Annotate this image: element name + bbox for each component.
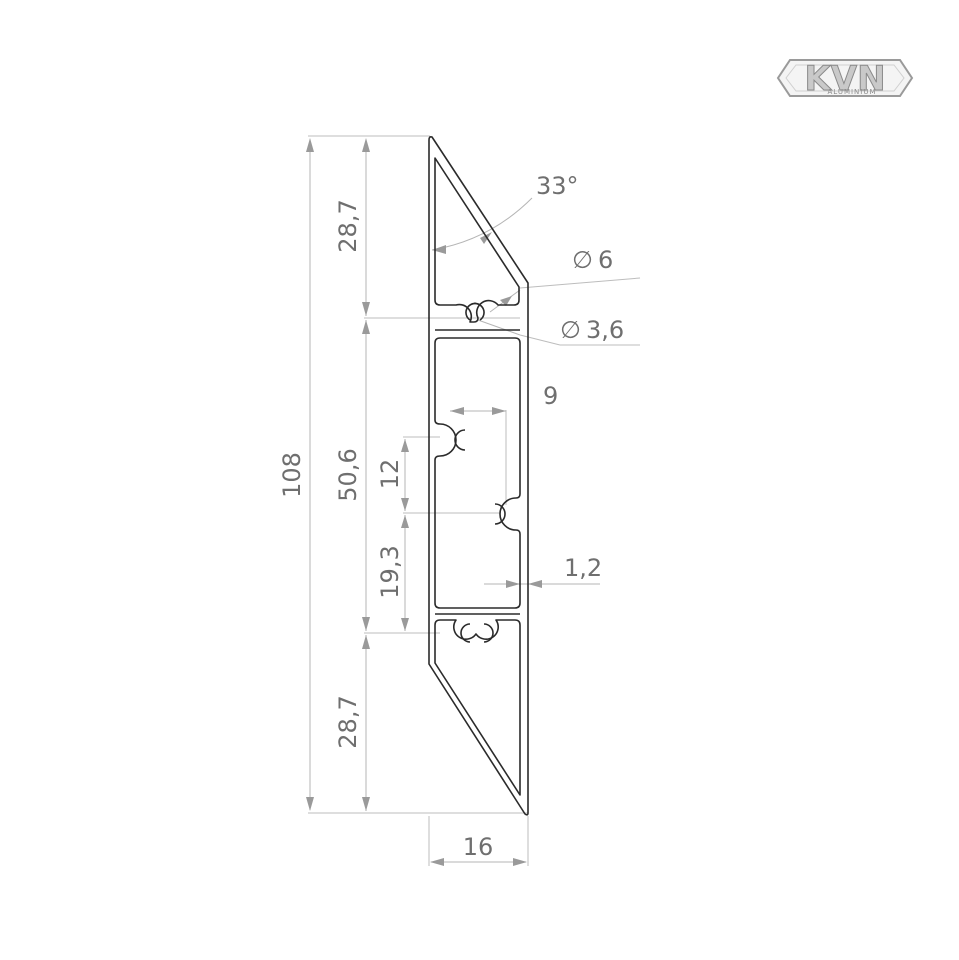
dim-top-section: 28,7 [334, 199, 362, 252]
profile-outer-contour [428, 136, 529, 816]
profile-bottom-chamber [434, 619, 521, 796]
diameter-symbol-1: ∅ [572, 246, 593, 274]
profile-top-chamber [434, 157, 520, 323]
extension-lines [308, 135, 641, 866]
diameter-symbol-2: ∅ [560, 316, 581, 344]
top-screw-port [465, 302, 485, 321]
dim-angle: 33° [536, 172, 579, 200]
dim-overall-height: 108 [278, 452, 306, 498]
dim-groove-offset: 9 [543, 382, 558, 410]
profile-middle-chamber [434, 337, 521, 609]
dim-groove-spacing: 12 [376, 459, 404, 490]
dim-bottom-section: 28,7 [334, 695, 362, 748]
middle-screw-port-right [494, 503, 506, 525]
bottom-screw-port [460, 623, 494, 643]
dim-wall-thickness: 1,2 [564, 554, 602, 582]
kvn-logo: KVN ALUMINIUM [776, 59, 914, 100]
dim-middle-section: 50,6 [334, 448, 362, 501]
logo-brand: KVN [804, 59, 885, 99]
middle-screw-port-left [454, 429, 466, 451]
dim-diameter-inner: 3,6 [586, 316, 624, 344]
dimension-lines [306, 138, 600, 866]
dim-diameter-outer: 6 [598, 246, 613, 274]
dim-width: 16 [463, 833, 494, 861]
logo-subtitle: ALUMINIUM [827, 88, 876, 96]
dimension-labels: 108 28,7 50,6 28,7 12 19,3 33° ∅ 6 ∅ 3,6… [278, 172, 624, 861]
aluminium-profile [428, 136, 529, 816]
dim-groove-to-bottom: 19,3 [376, 545, 404, 598]
